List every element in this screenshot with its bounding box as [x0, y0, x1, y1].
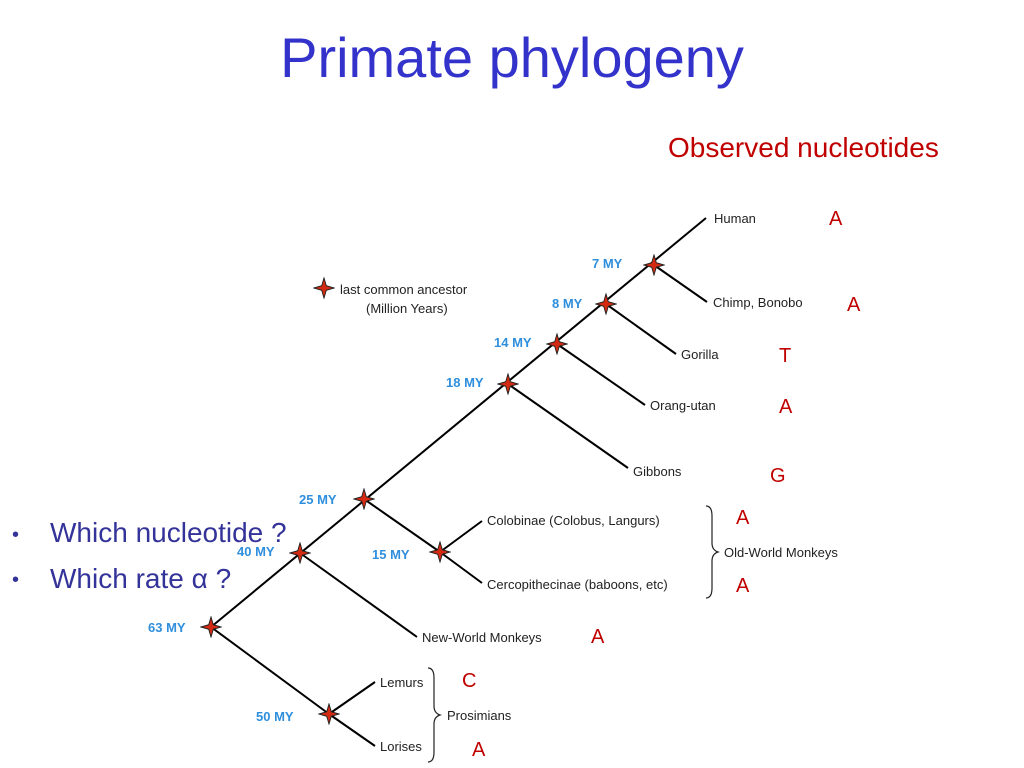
branch-lorises: [328, 713, 376, 747]
node-label-50my: 50 MY: [256, 709, 294, 724]
bullet-dot-icon: •: [12, 523, 20, 546]
node-label-25my: 25 MY: [299, 492, 337, 507]
node-label-14my: 14 MY: [494, 335, 532, 350]
taxon-lorises: Lorises: [380, 739, 422, 754]
nucleotide-lemurs: C: [462, 670, 476, 692]
branch-owm-stem: [363, 498, 441, 553]
slide-title: Primate phylogeny: [280, 26, 744, 89]
nucleotide-gibbons: G: [770, 465, 786, 487]
group-prosimians: Prosimians: [447, 708, 512, 723]
node-marker-icon: [546, 333, 568, 355]
taxon-chimp: Chimp, Bonobo: [713, 295, 803, 310]
bullet-item: • Which rate α ?: [12, 557, 287, 603]
branch-orang: [556, 343, 646, 406]
branch-newworld: [299, 552, 418, 638]
node-marker-icon: [429, 541, 451, 563]
branch-gibbons: [507, 383, 629, 469]
branch-backbone: [210, 217, 707, 628]
question-list: • Which nucleotide ? • Which rate α ?: [12, 511, 287, 602]
taxon-lemurs: Lemurs: [380, 675, 424, 690]
bullet-text: Which rate α ?: [50, 562, 232, 594]
tree-branches: [210, 217, 708, 747]
node-label-63my: 63 MY: [148, 620, 186, 635]
group-old-world-monkeys: Old-World Monkeys: [724, 545, 838, 560]
nucleotide-orang: A: [779, 396, 793, 418]
legend-line-2: (Million Years): [366, 301, 448, 316]
node-label-7my: 7 MY: [592, 256, 623, 271]
node-marker-icon: [318, 703, 340, 725]
old-world-brace: [705, 505, 720, 599]
ancestor-marker-icon: [313, 277, 335, 299]
nucleotide-human: A: [829, 208, 843, 230]
nucleotide-new-world: A: [591, 626, 605, 648]
branch-lemurs: [328, 681, 376, 715]
taxon-gorilla: Gorilla: [681, 347, 719, 362]
taxon-colobinae: Colobinae (Colobus, Langurs): [487, 513, 660, 528]
branch-gorilla: [605, 303, 677, 355]
branch-prosimian-stem: [210, 626, 330, 715]
bullet-text: Which nucleotide ?: [50, 517, 287, 548]
prosimians-brace: [427, 667, 442, 763]
taxon-new-world: New-World Monkeys: [422, 630, 542, 645]
branch-colobinae: [439, 520, 483, 553]
taxon-human: Human: [714, 211, 756, 226]
bullet-dot-icon: •: [12, 569, 20, 592]
node-label-18my: 18 MY: [446, 375, 484, 390]
legend-line-1: last common ancestor: [340, 282, 468, 297]
taxon-cercopithecinae: Cercopithecinae (baboons, etc): [487, 577, 668, 592]
node-marker-icon: [643, 254, 665, 276]
taxon-orang: Orang-utan: [650, 398, 716, 413]
bullet-item: • Which nucleotide ?: [12, 511, 287, 557]
node-marker-icon: [595, 293, 617, 315]
nucleotide-colobinae: A: [736, 507, 750, 529]
nucleotide-chimp: A: [847, 294, 861, 316]
nucleotide-gorilla: T: [779, 345, 791, 367]
nucleotide-lorises: A: [472, 739, 486, 761]
branch-chimp: [653, 264, 708, 303]
node-label-15my: 15 MY: [372, 547, 410, 562]
node-label-40my: 40 MY: [237, 544, 275, 559]
observed-nucleotides-header: Observed nucleotides: [668, 132, 939, 163]
taxon-gibbons: Gibbons: [633, 464, 682, 479]
node-label-8my: 8 MY: [552, 296, 583, 311]
branch-cercopith: [439, 551, 483, 584]
nucleotide-cercopithecinae: A: [736, 575, 750, 597]
